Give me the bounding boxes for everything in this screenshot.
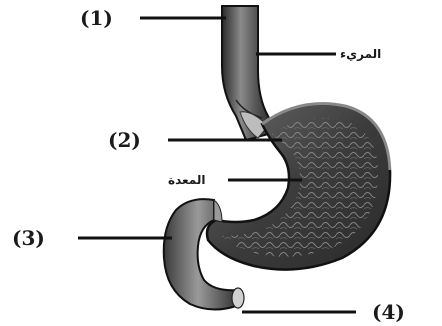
stomach-body <box>207 103 390 269</box>
label-1: (1) <box>80 6 113 30</box>
label-esophagus: المريء <box>340 47 381 61</box>
label-4: (4) <box>372 300 405 324</box>
label-3: (3) <box>12 226 45 250</box>
label-stomach: المعدة <box>168 173 205 187</box>
label-2: (2) <box>108 128 141 152</box>
